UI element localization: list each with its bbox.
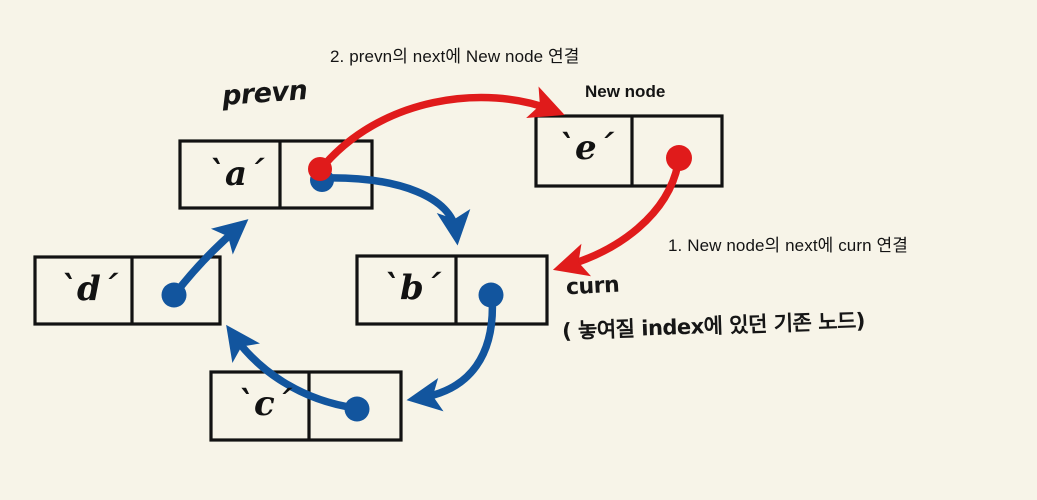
annotation-step-1: 1. New node의 next에 curn 연결 — [668, 236, 908, 255]
node-d-box — [33, 255, 222, 326]
link-d-to-a — [171, 219, 249, 298]
link-newnode-to-curn — [552, 160, 682, 277]
node-c-value: `c´ — [237, 384, 292, 424]
node-e-box — [534, 114, 724, 188]
node-d-value: `d´ — [60, 269, 118, 309]
node-e-value: `e´ — [558, 128, 614, 168]
node-a-value: `a´ — [208, 154, 265, 194]
link-a-to-b — [318, 174, 471, 246]
pointer-dot-e-red — [666, 145, 692, 171]
label-new-node: New node — [585, 82, 666, 101]
label-curn: curn — [565, 272, 620, 301]
node-b-box — [355, 254, 549, 326]
label-prevn: prevn — [221, 75, 309, 112]
pointer-dot-b-blue — [478, 282, 504, 308]
link-b-to-c — [406, 291, 497, 412]
pointer-dot-d-blue — [161, 282, 187, 308]
link-prevn-to-newnode — [316, 86, 565, 174]
node-c-box — [209, 370, 403, 442]
annotation-step-2: 2. prevn의 next에 New node 연결 — [330, 47, 580, 66]
pointer-dot-c-blue — [344, 396, 370, 422]
node-a-box — [178, 139, 374, 210]
link-c-to-d — [226, 324, 359, 412]
pointer-dot-a-red — [308, 157, 332, 181]
node-b-value: `b´ — [383, 268, 441, 308]
